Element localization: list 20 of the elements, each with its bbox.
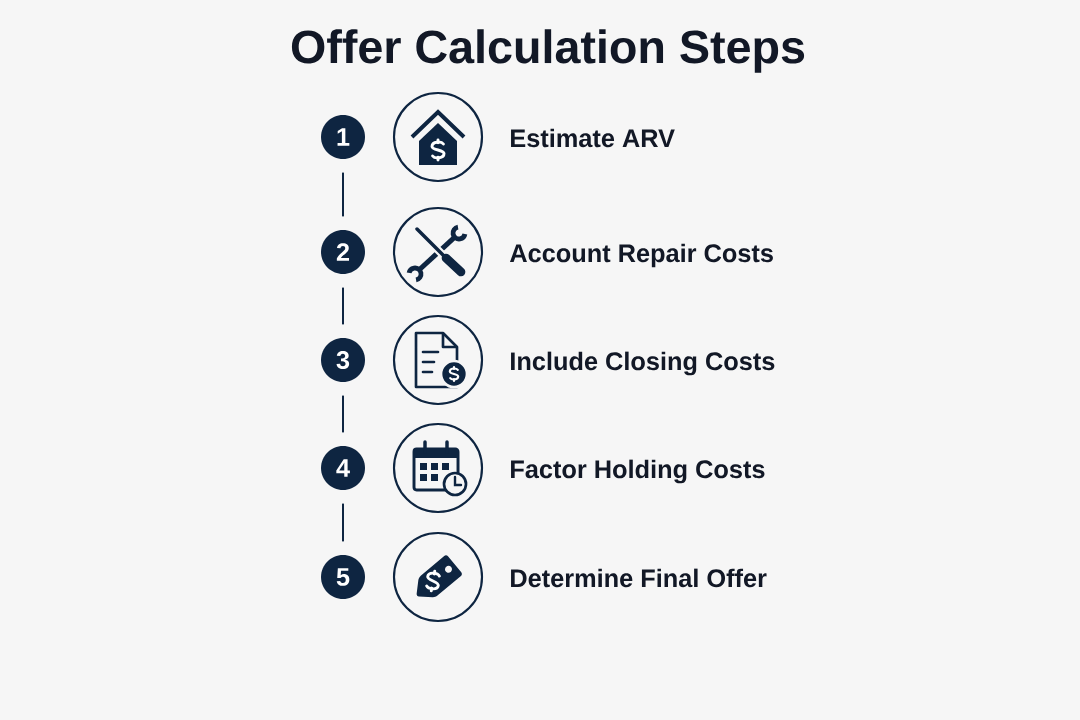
icon-circle bbox=[392, 314, 484, 406]
step-label: Estimate ARV bbox=[511, 128, 675, 148]
connector-line bbox=[342, 394, 344, 434]
connector-line bbox=[342, 502, 344, 543]
connector-line bbox=[342, 286, 344, 326]
icon-circle bbox=[392, 91, 484, 183]
step-number: 3 bbox=[321, 338, 365, 382]
connector-line bbox=[342, 171, 344, 218]
icon-circle bbox=[392, 422, 484, 514]
step-label: Factor Holding Costs bbox=[511, 459, 765, 484]
step-label: Determine Final Offer bbox=[511, 568, 767, 588]
icon-circle bbox=[392, 206, 484, 298]
step-number: 2 bbox=[321, 230, 365, 274]
step-label: Include Closing Costs bbox=[511, 351, 775, 376]
step-number: 1 bbox=[321, 115, 365, 159]
step-number: 5 bbox=[321, 555, 365, 599]
icon-circle bbox=[392, 531, 484, 623]
step-label: Account Repair Costs bbox=[509, 243, 773, 268]
step-number: 4 bbox=[321, 446, 365, 490]
title: Offer Calculation Steps bbox=[291, 29, 805, 73]
